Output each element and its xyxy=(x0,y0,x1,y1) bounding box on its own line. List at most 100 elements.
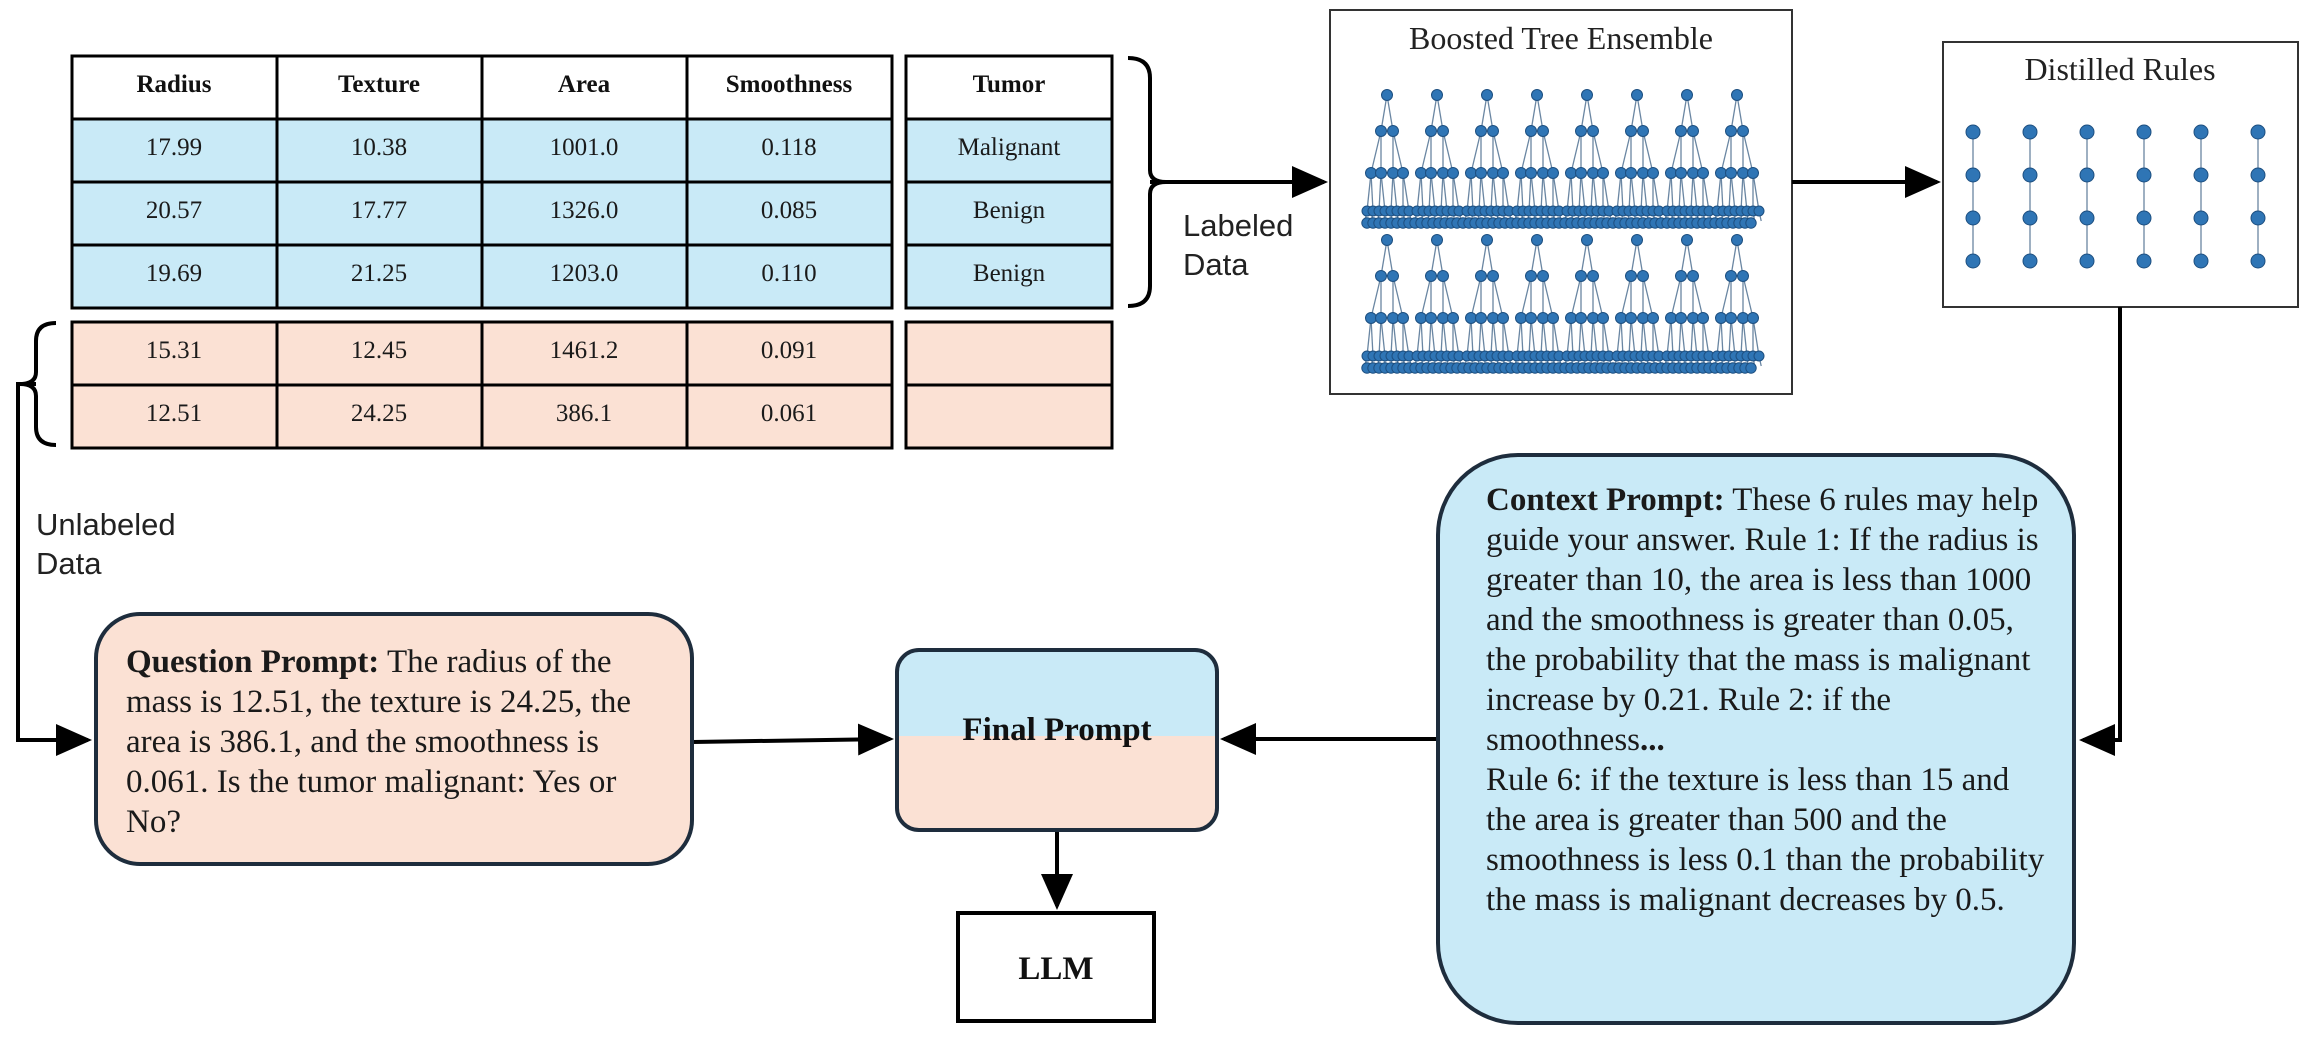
tree-node xyxy=(1631,234,1643,246)
table-cell: 10.38 xyxy=(351,134,407,161)
tree-node xyxy=(1665,167,1677,179)
tree-edge xyxy=(1530,239,1538,277)
tree-node xyxy=(1397,312,1409,324)
tree-node xyxy=(1681,89,1693,101)
labeled-data-label-line1: Labeled xyxy=(1183,208,1293,243)
tree-edge xyxy=(1630,239,1638,277)
boosted-tree-ensemble: Boosted Tree Ensemble xyxy=(1329,9,1793,395)
tree-edge xyxy=(1380,172,1386,212)
tree-node xyxy=(1475,312,1487,324)
tree-edge xyxy=(1392,317,1398,357)
ensemble-title: Boosted Tree Ensemble xyxy=(1409,20,1713,56)
tree-node xyxy=(2136,124,2152,140)
tree-node xyxy=(1587,312,1599,324)
tree-edge xyxy=(1420,317,1424,357)
tree-edge xyxy=(1720,130,1732,174)
tree-edge xyxy=(1602,317,1610,357)
tree-edge xyxy=(1452,172,1460,212)
labeled-data-label-line2: Data xyxy=(1183,247,1249,282)
tree-edge xyxy=(1578,172,1582,212)
tree-node xyxy=(2136,253,2152,269)
tree-node xyxy=(2193,167,2209,183)
tree-edge xyxy=(1430,239,1438,277)
tree-edge xyxy=(1366,172,1372,212)
tree-edge xyxy=(1692,317,1698,357)
tree-node xyxy=(1625,270,1637,282)
tree-edge xyxy=(1420,172,1424,212)
tree-node xyxy=(1537,312,1549,324)
tree-node xyxy=(1575,312,1587,324)
tree-node xyxy=(1597,312,1609,324)
tree-edge xyxy=(1620,317,1624,357)
tree-edge xyxy=(1390,172,1394,212)
tree-node xyxy=(1965,167,1981,183)
tree-edge xyxy=(1520,317,1524,357)
tree-edge xyxy=(1392,172,1398,212)
tree-edge xyxy=(1640,172,1644,212)
tree-node xyxy=(2250,253,2266,269)
tree-edge xyxy=(1370,172,1374,212)
tree-edge xyxy=(1492,317,1498,357)
tree-node xyxy=(1745,362,1757,374)
tree-edge xyxy=(1742,130,1754,174)
tree-node xyxy=(1575,167,1587,179)
final-prompt-box: Final Prompt xyxy=(895,648,1219,832)
labeled-rows: 17.99 10.38 1001.0 0.118 20.57 17.77 132… xyxy=(70,117,894,310)
tree-node xyxy=(1587,270,1599,282)
tree-edge xyxy=(1470,317,1474,357)
tree-edge xyxy=(1552,172,1560,212)
tree-node xyxy=(1731,89,1743,101)
tree-edge xyxy=(1370,317,1374,357)
tree-edge xyxy=(1428,172,1432,212)
tree-node xyxy=(1697,312,1709,324)
tree-edge xyxy=(1620,275,1632,319)
question-prompt-body: The radius of the mass is 12.51, the tex… xyxy=(126,644,632,840)
tree-edge xyxy=(1752,317,1760,357)
tree-edge xyxy=(1736,239,1744,277)
tree-node xyxy=(1737,125,1749,137)
tree-edge xyxy=(1720,317,1724,357)
tree-edge xyxy=(1416,172,1422,212)
tree-node xyxy=(1965,253,1981,269)
tree-node xyxy=(1465,312,1477,324)
tree-node xyxy=(2250,167,2266,183)
tree-node xyxy=(1731,234,1743,246)
tree-edge xyxy=(1370,275,1382,319)
tree-node xyxy=(1531,234,1543,246)
final-prompt-label: Final Prompt xyxy=(962,712,1151,748)
tree-node xyxy=(1547,312,1559,324)
tree-edge xyxy=(1380,317,1386,357)
tree-node xyxy=(1675,270,1687,282)
tree-node xyxy=(1725,125,1737,137)
tree-edge xyxy=(1420,130,1432,174)
tree-edge xyxy=(1742,275,1754,319)
tree-node xyxy=(1625,312,1637,324)
tree-node xyxy=(1487,270,1499,282)
tree-node xyxy=(1415,167,1427,179)
tree-edge xyxy=(1642,317,1648,357)
tree-node xyxy=(1665,312,1677,324)
tree-edge xyxy=(1620,172,1624,212)
tree-node xyxy=(1437,167,1449,179)
tree-node xyxy=(1637,270,1649,282)
tree-node xyxy=(1675,125,1687,137)
tree-edge xyxy=(1502,172,1510,212)
tree-edge xyxy=(1480,172,1486,212)
tree-edge xyxy=(1640,317,1644,357)
tree-edge xyxy=(1380,94,1388,132)
context-prompt-heading: Context Prompt: xyxy=(1486,482,1725,518)
tree-edge xyxy=(1416,317,1422,357)
table-cell: 20.57 xyxy=(146,197,202,224)
tree-node xyxy=(2136,210,2152,226)
tree-edge xyxy=(1680,239,1688,277)
tree-edge xyxy=(1530,317,1536,357)
tree-edge xyxy=(1480,317,1486,357)
tree-edge xyxy=(1478,172,1482,212)
tree-node xyxy=(1497,312,1509,324)
tree-node xyxy=(1475,125,1487,137)
context-prompt: Context Prompt: These 6 rules may help g… xyxy=(1486,480,2046,920)
tree-edge xyxy=(1720,275,1732,319)
tree-edge xyxy=(1630,317,1636,357)
tree-edge xyxy=(1540,317,1544,357)
tree-edge xyxy=(1570,172,1574,212)
